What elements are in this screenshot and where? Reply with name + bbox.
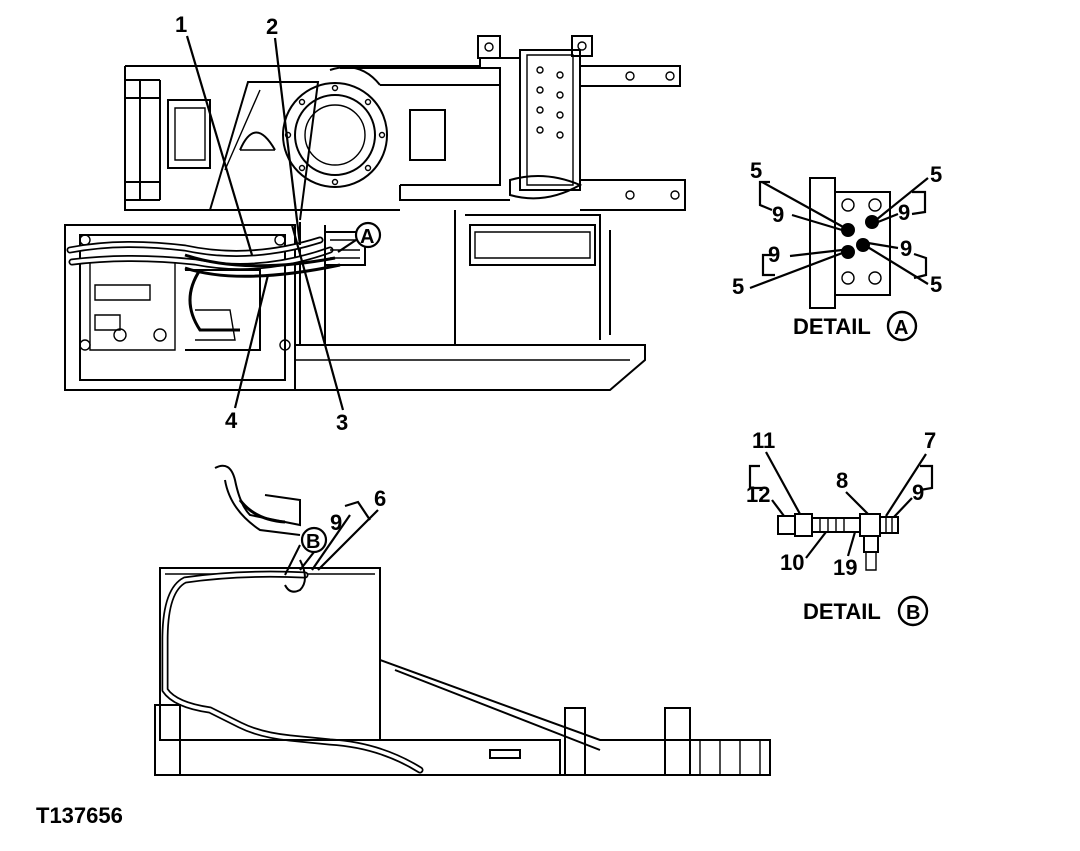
detail-b-title-circle bbox=[897, 595, 929, 627]
callout-3: 3 bbox=[336, 410, 348, 435]
detail-a-title: DETAIL bbox=[793, 314, 871, 339]
detail-b-callout-19: 19 bbox=[833, 555, 857, 580]
detail-b-callout-9: 9 bbox=[912, 480, 924, 505]
detail-b-callout-7: 7 bbox=[924, 428, 936, 453]
upper-frame-drawing bbox=[124, 35, 686, 221]
port-fitting-tr bbox=[865, 215, 879, 229]
detail-b-callout-10: 10 bbox=[780, 550, 804, 575]
port-fitting-br bbox=[856, 238, 870, 252]
callout-2: 2 bbox=[266, 14, 278, 39]
callout-4: 4 bbox=[225, 408, 238, 433]
detail-a-marker bbox=[354, 221, 382, 249]
callout-9-main: 9 bbox=[330, 510, 342, 535]
detail-a-title-letter: A bbox=[894, 317, 908, 339]
detail-b: 11 12 10 8 19 7 9 DETAIL B bbox=[746, 428, 936, 627]
detail-a-callout-bl-5: 5 bbox=[732, 274, 744, 299]
detail-b-callout-8: 8 bbox=[836, 468, 848, 493]
detail-b-title: DETAIL bbox=[803, 599, 881, 624]
undercarriage-drawing bbox=[154, 464, 771, 776]
detail-a-marker-letter: A bbox=[360, 226, 374, 248]
callout-6: 6 bbox=[374, 486, 386, 511]
detail-a-title-circle bbox=[886, 310, 918, 342]
callout-1: 1 bbox=[175, 12, 187, 37]
main-callouts: 1 2 4 3 A B 6 9 T137656 bbox=[36, 12, 386, 828]
engine-platform-drawing bbox=[64, 210, 646, 391]
detail-b-callout-11: 11 bbox=[752, 428, 775, 453]
port-fitting-bl bbox=[841, 245, 855, 259]
detail-a-callout-tr-5: 5 bbox=[930, 162, 942, 187]
detail-b-marker-letter: B bbox=[306, 531, 320, 553]
port-fitting-tl bbox=[841, 223, 855, 237]
detail-b-title-letter: B bbox=[906, 602, 920, 624]
detail-a: 5 9 9 5 5 9 9 5 DETAIL A bbox=[732, 158, 942, 342]
detail-a-callout-tr-9: 9 bbox=[898, 200, 910, 225]
detail-a-callout-tl-9: 9 bbox=[772, 202, 784, 227]
detail-a-callout-tl-5: 5 bbox=[750, 158, 762, 183]
detail-b-callout-12: 12 bbox=[746, 482, 770, 507]
detail-a-callout-br-5: 5 bbox=[930, 272, 942, 297]
figure-id-label: T137656 bbox=[36, 803, 123, 828]
detail-a-callout-br-9: 9 bbox=[900, 236, 912, 261]
